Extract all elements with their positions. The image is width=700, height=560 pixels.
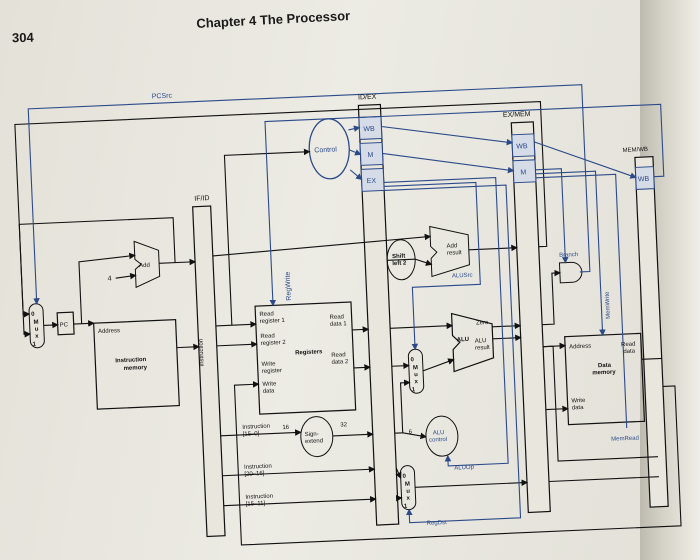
read-reg2-label-a: Read (260, 333, 275, 340)
id-ex-m-text: M (367, 152, 373, 159)
regdst-mux (399, 465, 417, 511)
if-id-register (192, 205, 226, 538)
if-id-label: IF/ID (194, 195, 209, 203)
add-result-b: result (447, 250, 462, 257)
read-data1-label-b: data 1 (330, 321, 348, 328)
four-label: 4 (108, 275, 112, 282)
dmem-address-label: Address (569, 344, 591, 351)
mux-glyph: x (406, 496, 410, 502)
instr-15-0-b: [15–0] (243, 431, 260, 438)
dmem-write-a: Write (571, 398, 586, 405)
dmem-label-a: Data (598, 363, 612, 370)
id-ex-label: ID/EX (358, 94, 377, 102)
alu-control-b: control (429, 437, 447, 444)
thirty-two-label: 32 (340, 422, 348, 428)
add-result-a: Add (447, 243, 458, 249)
branch-adder (429, 225, 470, 278)
read-reg2-label-b: register 2 (261, 340, 287, 347)
dmem-read-b: data (623, 349, 636, 356)
shift-label-a: Shift (392, 254, 406, 261)
mux-glyph: 1 (32, 342, 36, 348)
read-reg1-label-a: Read (259, 311, 274, 318)
register-file (254, 301, 357, 415)
dmem-write-b: data (572, 405, 585, 412)
aluop-label: ALUOp (454, 465, 475, 472)
regwrite-label: RegWrite (285, 271, 293, 300)
id-ex-register (357, 103, 400, 526)
pc-mux (28, 303, 45, 349)
branch-label: Branch (559, 252, 578, 259)
alu-result-b: result (475, 345, 490, 352)
read-data1-label-a: Read (330, 314, 345, 321)
mux-glyph: 0 (31, 312, 35, 318)
id-ex-wb-text: WB (363, 126, 375, 133)
alusrc-label: ALUSrc (452, 273, 473, 280)
pc-label: PC (60, 322, 69, 328)
alu-control-unit (425, 415, 459, 457)
mux-glyph: 0 (403, 474, 407, 480)
sign-extend-a: Sign- (305, 432, 319, 439)
instruction-label: Instruction (198, 339, 205, 367)
mux-glyph: u (35, 327, 39, 333)
imem-label-1: Instruction (115, 357, 147, 364)
id-ex-ex-box (360, 167, 385, 192)
ex-mem-wb-box (511, 133, 536, 158)
instr-15-11-a: Instruction (245, 494, 273, 501)
ex-mem-wb-text: WB (516, 143, 528, 150)
write-data-label-b: data (263, 388, 276, 395)
sixteen-label: 16 (282, 425, 290, 431)
registers-label: Registers (295, 349, 323, 356)
sign-extend-b: extend (305, 438, 323, 445)
imem-label-2: memory (124, 365, 148, 372)
six-label: 6 (409, 429, 413, 435)
mux-glyph: M (405, 482, 410, 488)
dmem-label-b: memory (592, 369, 616, 376)
read-data2-label-a: Read (331, 352, 346, 359)
branch-and-gate (558, 261, 583, 284)
ex-mem-m-text: M (520, 169, 526, 176)
pcsrc-label: PCSrc (152, 93, 173, 101)
control-label: Control (314, 146, 337, 154)
write-reg-label-a: Write (261, 361, 276, 368)
regdst-label: RegDst (427, 520, 448, 527)
ex-mem-register (510, 121, 551, 514)
zero-label: Zero (476, 320, 489, 327)
mux-glyph: 1 (404, 504, 408, 510)
mem-wb-label: MEM/WB (623, 147, 649, 154)
mux-glyph: x (414, 379, 418, 385)
read-data2-label-b: data 2 (331, 359, 349, 366)
write-data-label-a: Write (262, 381, 277, 388)
memwrite-label: MemWrite (605, 291, 612, 319)
memread-label: MemRead (611, 436, 639, 443)
mux-glyph: x (35, 334, 39, 340)
pc-add-label: Add (139, 263, 150, 269)
write-reg-label-b: register (262, 368, 282, 375)
dmem-read-a: Read (621, 342, 636, 349)
mux-glyph: u (414, 372, 418, 378)
mux-glyph: M (413, 365, 418, 371)
instr-15-11-b: [15–11] (246, 501, 266, 508)
mux-glyph: u (406, 489, 410, 495)
mux-glyph: 0 (410, 357, 414, 363)
mux-glyph: M (33, 320, 38, 326)
alu-control-a: ALU (433, 430, 445, 437)
shift-label-b: left 2 (392, 261, 407, 268)
mux-glyph: 1 (412, 387, 416, 393)
mem-wb-register (634, 156, 669, 508)
alu-label: ALU (457, 337, 470, 344)
instr-20-16-b: [20–16] (244, 471, 265, 478)
instruction-memory (93, 319, 180, 410)
imem-address-label: Address (98, 328, 120, 335)
read-reg1-label-b: register 1 (260, 318, 286, 325)
alu-result-a: ALU (475, 338, 487, 345)
mem-wb-wb-text: WB (638, 176, 650, 183)
id-ex-ex-text: EX (367, 178, 377, 185)
instr-20-16-a: Instruction (244, 464, 272, 471)
instr-15-0-a: Instruction (242, 424, 270, 431)
ex-mem-label: EX/MEM (503, 111, 531, 119)
